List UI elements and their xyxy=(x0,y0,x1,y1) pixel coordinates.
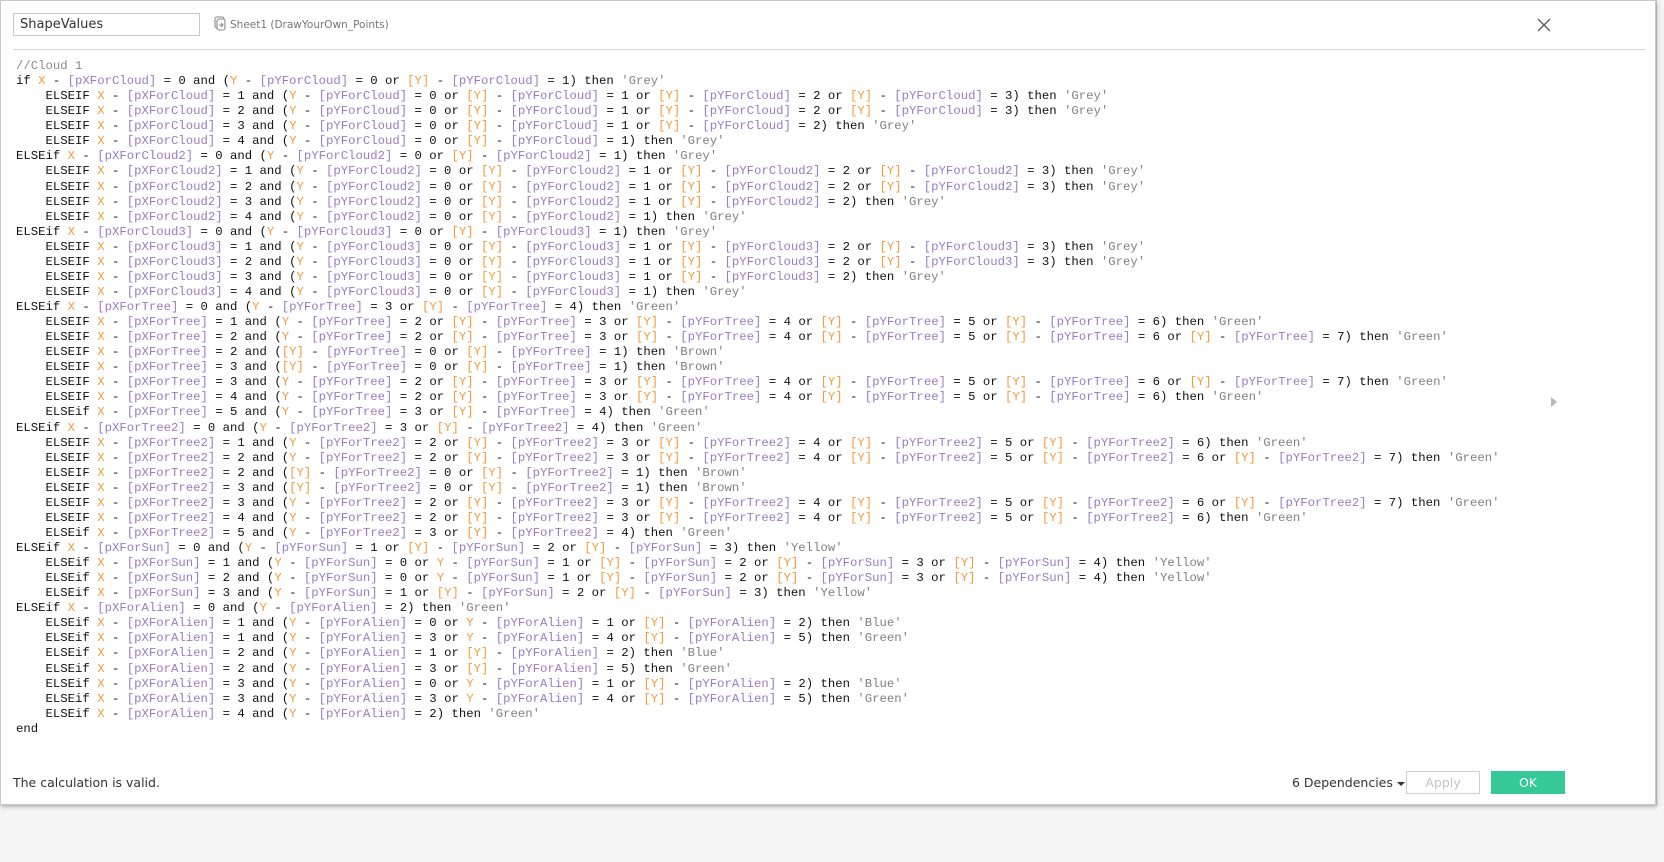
code-line[interactable]: ELSEIF X - [pXForCloud2] = 3 and (Y - [p… xyxy=(16,194,946,209)
code-line[interactable]: ELSEIF X - [pXForTree2] = 2 and ([Y] - [… xyxy=(16,465,747,480)
header-divider xyxy=(13,49,1645,50)
code-line[interactable]: ELSEIF X - [pXForTree2] = 1 and (Y - [pY… xyxy=(16,435,1308,450)
apply-button[interactable]: Apply xyxy=(1406,771,1480,794)
sheet-link-icon xyxy=(213,16,227,34)
code-line[interactable]: ELSEIF X - [pXForTree2] = 3 and ([Y] - [… xyxy=(16,480,747,495)
code-line[interactable]: ELSEIF X - [pXForCloud2] = 4 and (Y - [p… xyxy=(16,209,747,224)
code-line[interactable]: ELSEif X - [pXForTree] = 0 and (Y - [pYF… xyxy=(16,300,681,314)
validation-status: The calculation is valid. xyxy=(13,775,160,790)
code-line[interactable]: ELSEIF X - [pXForTree] = 3 and (Y - [pYF… xyxy=(16,375,1448,390)
close-button[interactable] xyxy=(1534,15,1554,35)
code-line[interactable]: ELSEif X - [pXForAlien] = 3 and (Y - [pY… xyxy=(16,691,910,706)
code-line[interactable]: ELSEIF X - [pXForTree2] = 3 and (Y - [pY… xyxy=(16,495,1500,510)
background-app-panel xyxy=(1656,0,1664,862)
sheet-reference: Sheet1 (DrawYourOwn_Points) xyxy=(213,16,389,34)
code-line[interactable]: ELSEIF X - [pXForCloud] = 1 and (Y - [pY… xyxy=(16,89,1109,104)
code-line[interactable]: ELSEif X - [pXForCloud3] = 0 and (Y - [p… xyxy=(16,224,718,239)
code-line[interactable]: ELSEif X - [pXForSun] = 3 and (Y - [pYFo… xyxy=(16,586,873,601)
code-line[interactable]: ELSEIF X - [pXForTree] = 1 and (Y - [pYF… xyxy=(16,315,1264,330)
ok-button[interactable]: OK xyxy=(1491,771,1565,794)
code-line[interactable]: ELSEIF X - [pXForTree] = 2 and (Y - [pYF… xyxy=(16,330,1448,345)
code-line[interactable]: ELSEif X - [pXForTree2] = 0 and (Y - [pY… xyxy=(16,420,703,435)
code-line[interactable]: ELSEif X - [pXForAlien] = 0 and (Y - [pY… xyxy=(16,601,511,616)
dependencies-dropdown[interactable]: 6 Dependencies xyxy=(1292,775,1405,790)
calculation-name-input[interactable] xyxy=(13,13,200,36)
code-line[interactable]: ELSEIF X - [pXForCloud3] = 4 and (Y - [p… xyxy=(16,284,747,299)
close-icon xyxy=(1537,18,1551,32)
code-line[interactable]: ELSEif X - [pXForSun] = 1 and (Y - [pYFo… xyxy=(16,556,1212,571)
code-line[interactable]: ELSEIF X - [pXForCloud2] = 2 and (Y - [p… xyxy=(16,179,1146,194)
code-line[interactable]: ELSEIF X - [pXForCloud] = 3 and (Y - [pY… xyxy=(16,119,917,134)
code-line[interactable]: ELSEif X - [pXForAlien] = 2 and (Y - [pY… xyxy=(16,646,725,661)
sheet-reference-label: Sheet1 (DrawYourOwn_Points) xyxy=(230,19,389,31)
code-line[interactable]: ELSEIF X - [pXForCloud] = 2 and (Y - [pY… xyxy=(16,104,1109,119)
code-line[interactable]: ELSEIF X - [pXForCloud] = 4 and (Y - [pY… xyxy=(16,134,725,149)
code-line[interactable]: ELSEif X - [pXForTree2] = 5 and (Y - [pY… xyxy=(16,525,732,540)
code-line[interactable]: ELSEif X - [pXForAlien] = 1 and (Y - [pY… xyxy=(16,616,902,631)
code-line[interactable]: ELSEIF X - [pXForTree] = 3 and ([Y] - [p… xyxy=(16,360,725,375)
scroll-right-icon[interactable] xyxy=(1551,397,1557,407)
code-line[interactable]: ELSEif X - [pXForCloud2] = 0 and (Y - [p… xyxy=(16,149,718,164)
code-line[interactable]: ELSEIF X - [pXForCloud3] = 3 and (Y - [p… xyxy=(16,269,946,284)
code-line[interactable]: ELSEIF X - [pXForCloud2] = 1 and (Y - [p… xyxy=(16,164,1146,179)
code-line[interactable]: ELSEif X - [pXForAlien] = 1 and (Y - [pY… xyxy=(16,631,910,646)
code-line[interactable]: ELSEif X - [pXForAlien] = 2 and (Y - [pY… xyxy=(16,661,732,676)
code-line[interactable]: ELSEif X - [pXForSun] = 2 and (Y - [pYFo… xyxy=(16,571,1212,586)
code-line[interactable]: ELSEif X - [pXForAlien] = 3 and (Y - [pY… xyxy=(16,676,902,691)
code-line[interactable]: ELSEIF X - [pXForTree2] = 2 and (Y - [pY… xyxy=(16,450,1500,465)
code-line[interactable]: ELSEIF X - [pXForTree2] = 4 and (Y - [pY… xyxy=(16,510,1308,525)
code-line[interactable]: ELSEIF X - [pXForCloud3] = 2 and (Y - [p… xyxy=(16,254,1146,269)
caret-down-icon xyxy=(1396,781,1405,786)
calculation-editor-dialog: Sheet1 (DrawYourOwn_Points) //Cloud 1if … xyxy=(0,0,1656,805)
code-line[interactable]: ELSEif X - [pXForAlien] = 4 and (Y - [pY… xyxy=(16,706,541,721)
code-line[interactable]: if X - [pXForCloud] = 0 and (Y - [pYForC… xyxy=(16,74,666,89)
code-line[interactable]: ELSEIF X - [pXForTree] = 4 and (Y - [pYF… xyxy=(16,390,1264,405)
code-line[interactable]: end xyxy=(16,721,39,736)
code-line[interactable]: //Cloud 1 xyxy=(16,59,83,73)
code-line[interactable]: ELSEif X - [pXForTree] = 5 and (Y - [pYF… xyxy=(16,405,710,420)
code-line[interactable]: ELSEIF X - [pXForTree] = 2 and ([Y] - [p… xyxy=(16,345,725,360)
code-line[interactable]: ELSEif X - [pXForSun] = 0 and (Y - [pYFo… xyxy=(16,541,843,555)
dependencies-label: 6 Dependencies xyxy=(1292,775,1393,790)
code-line[interactable]: ELSEIF X - [pXForCloud3] = 1 and (Y - [p… xyxy=(16,239,1146,254)
background-app-bottom xyxy=(0,806,1664,862)
